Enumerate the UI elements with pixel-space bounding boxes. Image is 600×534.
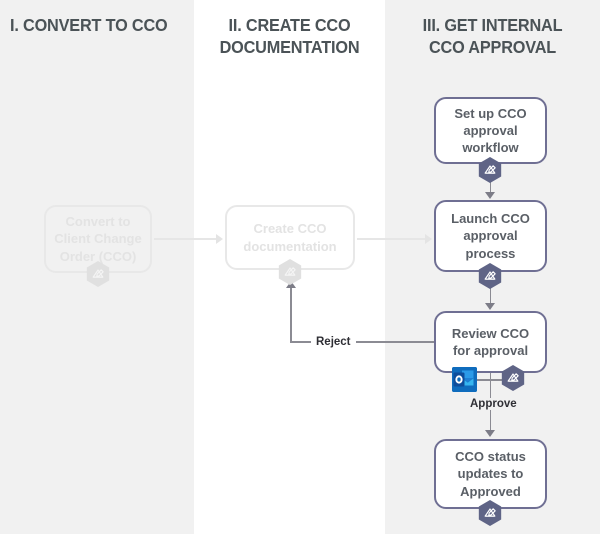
node-launch-cco-approval-process[interactable]: Launch CCO approval process: [434, 200, 547, 272]
signature-icon[interactable]: [478, 500, 502, 526]
signature-icon[interactable]: [478, 263, 502, 289]
signature-icon[interactable]: [501, 365, 525, 391]
edge-label-reject: Reject: [311, 336, 356, 348]
connector-convert-to-create: [154, 238, 216, 240]
arrowhead-review-to-approved: [485, 430, 495, 437]
lane-title-convert-to-cco: I. CONVERT TO CCO: [10, 15, 168, 35]
node-cco-status-updates-to-approved[interactable]: CCO status updates to Approved: [434, 439, 547, 509]
lane-divider-1: [194, 0, 197, 534]
node-set-up-cco-approval-workflow[interactable]: Set up CCO approval workflow: [434, 97, 547, 164]
node-label: CCO status updates to Approved: [455, 449, 526, 499]
node-convert-to-client-change-order[interactable]: Convert to Client Change Order (CCO): [44, 205, 152, 273]
arrowhead-create-to-launch: [425, 234, 432, 244]
outlook-icon[interactable]: [452, 367, 477, 392]
node-label: Create CCO documentation: [243, 221, 337, 254]
lane-title-get-internal-cco-approval: III. GET INTERNAL CCO APPROVAL: [422, 15, 563, 58]
signature-icon[interactable]: [278, 259, 302, 285]
connector-create-to-launch: [357, 238, 425, 240]
node-label: Review CCO for approval: [451, 325, 530, 358]
connector-reject-horizontal: [290, 341, 434, 343]
connector-launch-to-review: [489, 276, 492, 304]
connector-review-badges: [475, 379, 503, 381]
arrowhead-launch-to-review: [485, 303, 495, 310]
arrowhead-setup-to-launch: [485, 192, 495, 199]
signature-icon[interactable]: [86, 261, 110, 287]
lane-title-create-cco-documentation: II. CREATE CCO DOCUMENTATION: [219, 15, 360, 58]
arrowhead-convert-to-create: [216, 234, 223, 244]
signature-icon[interactable]: [478, 157, 502, 183]
lane-divider-2: [382, 0, 385, 534]
edge-label-approve: Approve: [466, 398, 521, 410]
node-label: Launch CCO approval process: [451, 211, 530, 261]
node-label: Set up CCO approval workflow: [454, 105, 527, 156]
node-review-cco-for-approval[interactable]: Review CCO for approval: [434, 311, 547, 373]
connector-reject-vertical: [290, 288, 292, 342]
node-label: Convert to Client Change Order (CCO): [54, 214, 142, 264]
